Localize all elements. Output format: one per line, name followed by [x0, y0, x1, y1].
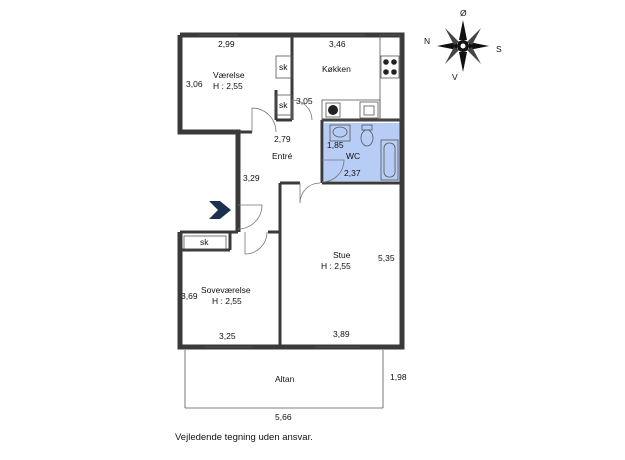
outer-walls: [177, 32, 405, 350]
closet-box: [275, 55, 293, 79]
compass-west-label: V: [452, 72, 458, 82]
closet-label: sk: [200, 237, 209, 247]
balcony: [184, 350, 384, 409]
entre-width: 2,79: [274, 134, 291, 144]
kokken-depth: 3,05: [296, 96, 313, 106]
door-swings: [237, 99, 345, 255]
closet-box: [183, 235, 227, 250]
kokken-name: Køkken: [322, 64, 351, 74]
wc-floor: [324, 123, 400, 181]
compass-south-label: S: [496, 44, 502, 54]
disclaimer-text: Vejledende tegning uden ansvar.: [175, 432, 313, 443]
stue-name: Stue: [333, 250, 351, 260]
closet-label: sk: [279, 100, 288, 110]
altan-width: 5,66: [275, 412, 292, 422]
compass-east-label: Ø: [460, 8, 467, 18]
sovevaerelse-width: 3,25: [219, 331, 236, 341]
windows: [199, 34, 365, 348]
wc-depth: 1,85: [327, 140, 344, 150]
sovevaerelse-depth: 3,69: [181, 291, 198, 301]
vaerelse-name: Værelse: [213, 70, 245, 80]
closet-label: sk: [279, 62, 288, 72]
wc-fixtures: [329, 124, 399, 181]
kitchen-fixtures: [321, 34, 401, 121]
wc-width: 2,37: [344, 168, 361, 178]
vaerelse-depth: 3,06: [186, 79, 203, 89]
entre-name: Entré: [272, 151, 293, 161]
vaerelse-height: H : 2,55: [213, 81, 243, 91]
stue-width: 3,89: [333, 329, 350, 339]
entrance-arrow-icon: [209, 201, 231, 219]
stue-height: H : 2,55: [321, 261, 351, 271]
sovevaerelse-height: H : 2,55: [212, 296, 242, 306]
altan-name: Altan: [275, 374, 295, 384]
sovevaerelse-name: Soveværelse: [201, 285, 251, 295]
kokken-width: 3,46: [329, 39, 346, 49]
entre-depth: 3,29: [243, 173, 260, 183]
altan-depth: 1,98: [390, 372, 407, 382]
wc-name: WC: [346, 151, 360, 161]
compass-rose-icon: [437, 20, 489, 72]
stue-depth: 5,35: [378, 253, 395, 263]
compass-north-label: N: [424, 36, 430, 46]
vaerelse-width: 2,99: [218, 39, 235, 49]
